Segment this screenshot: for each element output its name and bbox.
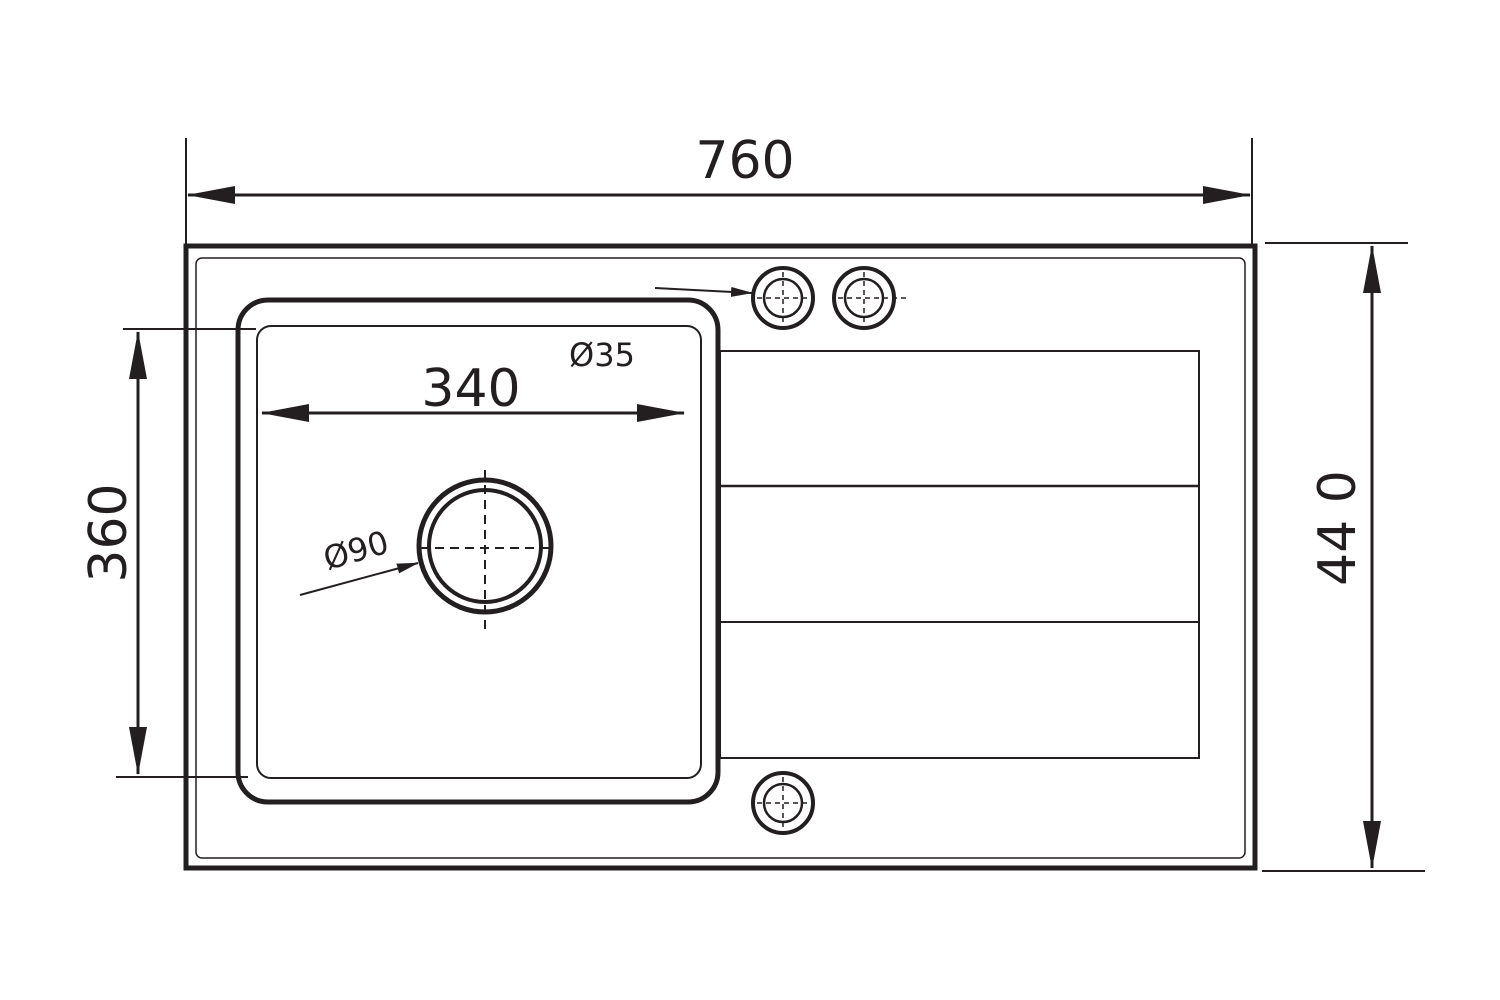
overall-depth-label: 44 0 — [1308, 470, 1368, 586]
overall-width-label: 760 — [695, 131, 794, 191]
tap-hole-2 — [832, 266, 906, 330]
overall-width-dimension: 760 — [185, 131, 1253, 246]
tap-hole-diameter-label: Ø35 — [569, 336, 635, 374]
sink-outline — [183, 243, 1258, 871]
bowl-depth-dimension: 360 — [79, 328, 256, 778]
tap-hole-1 — [751, 266, 815, 330]
bowl-depth-label: 360 — [79, 483, 139, 582]
overall-depth-dimension: 44 0 — [1262, 242, 1425, 872]
drain — [416, 470, 554, 632]
sink-inner-rim — [195, 257, 1246, 859]
drainboard-outline — [719, 350, 1200, 759]
overflow-hole-outer — [751, 771, 815, 835]
bowl — [235, 297, 721, 805]
bowl-inner-edge — [256, 325, 702, 779]
sink-outer-edge — [183, 243, 1258, 871]
bowl-outer-edge — [235, 297, 721, 805]
tap-hole-1-outer — [751, 266, 815, 330]
drain-leader-line — [299, 562, 419, 596]
bowl-width-dimension: 340 — [261, 359, 685, 422]
bowl-width-label: 340 — [421, 359, 520, 419]
drain-diameter-callout: Ø90 — [299, 523, 419, 596]
tap-hole-leader-line — [654, 286, 753, 297]
drainboard — [719, 350, 1200, 759]
overflow-hole — [751, 771, 815, 835]
drain-diameter-label: Ø90 — [319, 523, 393, 578]
